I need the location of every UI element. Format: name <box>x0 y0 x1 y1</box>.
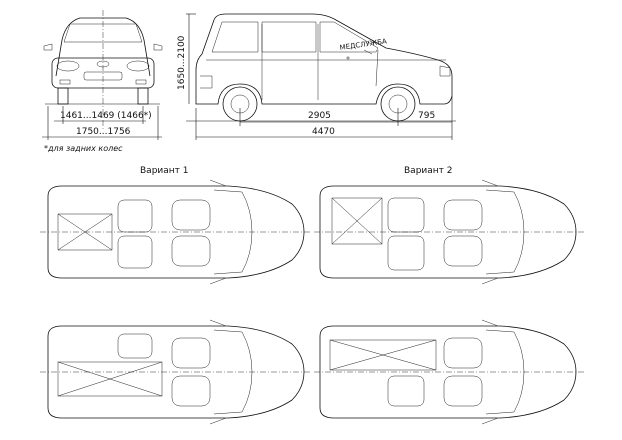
v1-top-outline <box>47 185 305 279</box>
v2b-front-seat-right <box>443 375 483 407</box>
footnote: *для задних колес <box>44 144 123 153</box>
v1-front-seat-right <box>171 235 211 267</box>
v1-stretcher <box>57 213 113 251</box>
side-rear-window <box>211 21 259 53</box>
v2-top-outline <box>319 185 577 279</box>
side-middle-window <box>261 21 317 53</box>
v1b-windshield <box>213 329 253 415</box>
v1-front-seat-left <box>171 199 211 231</box>
v2b-top-outline <box>319 325 577 419</box>
height-dim-label: 1650...2100 <box>177 35 187 90</box>
v2-mirrors <box>481 179 499 285</box>
side-front-window <box>319 21 379 53</box>
v1b-front-seat-left <box>171 337 211 369</box>
length-dim-label: 4470 <box>312 127 335 137</box>
overhang-dim-label: 795 <box>418 111 435 121</box>
front-headlight-right <box>126 60 150 72</box>
side-mirror <box>363 49 373 55</box>
front-wheel-right <box>137 87 149 105</box>
width-dim-label: 1750...1756 <box>76 127 131 137</box>
v1-rear-seat-top <box>117 199 153 233</box>
v2b-windshield <box>485 329 525 415</box>
variant-2-title: Вариант 2 <box>404 166 452 176</box>
v1-mirrors <box>209 179 227 285</box>
variant-2-bottom-view <box>314 319 584 425</box>
v2-rear-seat-bottom <box>387 235 425 271</box>
v2-front-seat-left <box>443 199 483 231</box>
fog-light-right <box>135 79 147 85</box>
side-view: МЕДСЛУЖБА <box>186 13 456 122</box>
mirror-left <box>43 43 53 51</box>
v2b-rear-seat <box>387 375 425 407</box>
side-taillight <box>200 75 213 89</box>
v1b-mirrors <box>209 319 227 425</box>
variant-1-top-view <box>40 179 310 285</box>
cross-icon <box>346 56 350 60</box>
v2b-front-seat-left <box>443 337 483 369</box>
front-wheel-left <box>57 87 69 105</box>
v2b-stretcher <box>329 339 437 371</box>
front-dimensions: 1461...1469 (1466*) 1750...1756 *для зад… <box>42 106 162 153</box>
side-headlight <box>439 65 451 77</box>
v2b-mirrors <box>481 319 499 425</box>
wheelbase-dim-label: 2905 <box>308 111 331 121</box>
track-dim-label: 1461...1469 (1466*) <box>60 111 152 121</box>
v2-front-seat-right <box>443 235 483 267</box>
v1b-front-seat-right <box>171 375 211 407</box>
variant-2-top-view <box>314 179 584 285</box>
side-door-seam-3 <box>375 49 379 87</box>
mirror-right <box>153 43 163 51</box>
v1b-rear-seat <box>117 333 153 359</box>
variant-1-title: Вариант 1 <box>140 166 188 176</box>
front-headlight-left <box>56 60 80 72</box>
front-windshield <box>63 23 143 43</box>
v2-windshield <box>485 189 525 275</box>
side-body-outline <box>195 13 453 105</box>
v2-cargo-box <box>331 197 383 245</box>
v1-rear-seat-bottom <box>117 235 153 269</box>
variant-1-bottom-view <box>40 319 310 425</box>
v1b-stretcher <box>57 361 163 397</box>
v1b-top-outline <box>47 325 305 419</box>
v2-rear-seat-top <box>387 197 425 233</box>
front-view <box>43 10 163 130</box>
side-dimensions: 1650...2100 2905 795 4470 <box>177 13 453 140</box>
fog-light-left <box>59 79 71 85</box>
v1-windshield <box>213 189 253 275</box>
